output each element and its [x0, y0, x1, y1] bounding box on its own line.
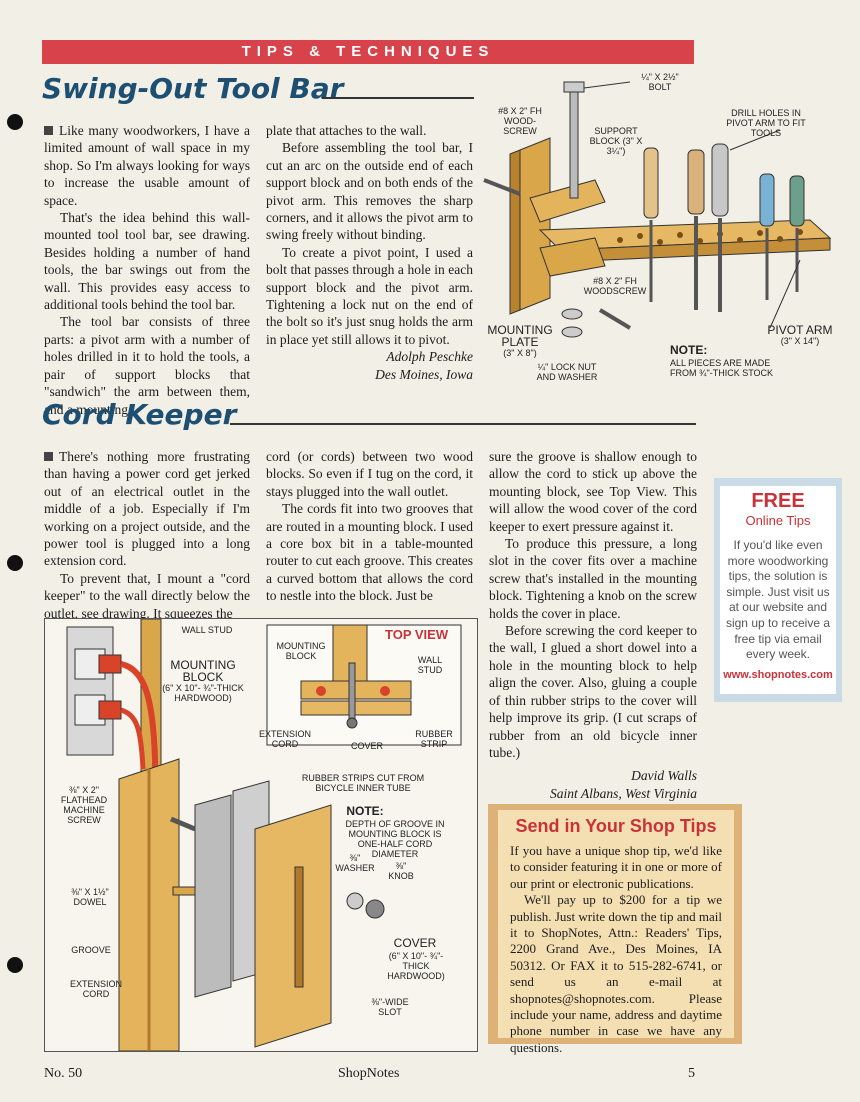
paragraph: cord (or cords) between two wood blocks.… — [266, 449, 473, 499]
article-column: Like many woodworkers, I have a limited … — [44, 122, 250, 418]
binder-hole — [7, 957, 23, 973]
article-column: cord (or cords) between two wood blocks.… — [266, 448, 473, 605]
binder-hole — [7, 114, 23, 130]
author-location: Des Moines, Iowa — [375, 366, 473, 382]
label-slot: ⅜"-WIDE SLOT — [371, 997, 409, 1017]
paragraph: That's the idea behind this wall-mounted… — [44, 210, 250, 313]
label-pivot-arm-dim: (3" x 14") — [780, 336, 820, 346]
free-tips-url[interactable]: www.shopnotes.com — [723, 668, 833, 681]
label-mounting-block: MOUNTING BLOCK — [170, 658, 236, 684]
footer-magazine: ShopNotes — [338, 1066, 400, 1081]
label-top-view: TOP VIEW — [385, 627, 449, 642]
footer-issue: No. 50 — [44, 1066, 83, 1081]
cord-keeper-drawing — [66, 618, 462, 1052]
article-column: plate that attaches to the wall. Before … — [266, 122, 473, 383]
label-mounting-block-dim: (6" x 10"- ¾"-THICK HARDWOOD) — [162, 683, 244, 703]
label-tv-cover: COVER — [350, 741, 383, 751]
label-cover-dim: (6" x 10"- ¾"-THICK HARDWOOD) — [387, 951, 445, 981]
free-tips-subtitle: Online Tips — [745, 513, 811, 528]
note-text: DEPTH OF GROOVE IN MOUNTING BLOCK IS ONE… — [345, 819, 445, 859]
author-name: Adolph Peschke — [386, 349, 473, 365]
paragraph: There's nothing more frustrating than ha… — [44, 449, 250, 569]
send-tips-box: Send in Your Shop Tips If you have a uni… — [488, 804, 742, 1055]
label-extension-cord: EXTENSION CORD — [69, 979, 122, 999]
label-support-block: SUPPORT BLOCK (3" x 3¼") — [589, 126, 643, 156]
label-knob: ⅜" KNOB — [388, 861, 414, 881]
note-title: NOTE: — [346, 804, 384, 818]
bullet-square — [44, 126, 53, 135]
paragraph: The tool bar consists of three parts: a … — [44, 314, 250, 417]
label-rubber-strips: RUBBER STRIPS CUT FROM BICYCLE INNER TUB… — [301, 773, 425, 793]
label-tv-extension-cord: EXTENSION CORD — [258, 729, 311, 749]
label-groove: GROOVE — [71, 945, 111, 955]
send-tips-intro: If you have a unique shop tip, we'd like… — [510, 843, 722, 891]
send-tips-title: Send in Your Shop Tips — [515, 816, 717, 836]
label-bolt: ¼" x 2½" BOLT — [641, 72, 679, 92]
cord-keeper-diagram: WALL STUD MOUNTING BLOCK (6" x 10"- ¾"-T… — [44, 618, 478, 1052]
label-dowel: ⅜" x 1½" DOWEL — [71, 887, 109, 907]
paragraph: To produce this pressure, a long slot in… — [489, 536, 697, 621]
tool-bar-diagram: ¼" x 2½" BOLT #8 x 2" Fh WOOD-SCREW SUPP… — [480, 70, 850, 390]
label-drill-holes: DRILL HOLES IN PIVOT ARM TO FIT TOOLS — [726, 108, 806, 138]
article-title: Swing-Out Tool Bar — [42, 72, 344, 105]
tool-bar-drawing — [483, 81, 832, 338]
footer-page-number: 5 — [688, 1066, 695, 1081]
note-title: NOTE: — [670, 343, 708, 357]
binder-hole — [7, 555, 23, 571]
title-rule — [322, 97, 474, 99]
section-banner: TIPS & TECHNIQUES — [42, 40, 694, 64]
label-tv-rubber-strip: RUBBER STRIP — [415, 729, 453, 749]
title-rule — [230, 423, 696, 425]
article-title: Cord Keeper — [42, 398, 237, 431]
label-wall-stud: WALL STUD — [181, 625, 233, 635]
article-column: There's nothing more frustrating than ha… — [44, 448, 250, 622]
paragraph: To prevent that, I mount a "cord keeper"… — [44, 570, 250, 621]
label-woodscrew: #8 x 2" Fh WOODSCREW — [583, 276, 647, 296]
free-tips-title: FREE — [751, 490, 805, 512]
label-mounting-plate-dim: (3" x 8") — [503, 348, 537, 358]
label-washer: ⅜" WASHER — [335, 853, 375, 873]
paragraph: Like many woodworkers, I have a limited … — [44, 123, 250, 208]
free-tips-box: FREE Online Tips If you'd like even more… — [714, 478, 842, 702]
label-tv-wall-stud: WALL STUD — [417, 655, 443, 675]
send-tips-body: We'll pay up to $200 for a tip we publis… — [510, 892, 722, 1055]
label-tv-mounting-block: MOUNTING BLOCK — [276, 641, 326, 661]
paragraph: Before screwing the cord keeper to the w… — [489, 623, 697, 760]
note-text: ALL PIECES ARE MADE FROM ¾"-THICK STOCK — [670, 358, 774, 378]
paragraph: plate that attaches to the wall. — [266, 123, 427, 138]
label-cover: COVER — [393, 936, 437, 950]
label-lock-nut: ¼" LOCK NUT AND WASHER — [536, 362, 598, 382]
label-pivot-arm: PIVOT ARM — [767, 323, 833, 337]
free-tips-body: If you'd like even more woodworking tips… — [725, 538, 831, 662]
label-machine-screw: ⅜" x 2" FLATHEAD MACHINE SCREW — [60, 785, 108, 825]
author-name: David Walls — [631, 768, 697, 784]
paragraph: To create a pivot point, I used a bolt t… — [266, 244, 473, 347]
label-wood-screw: #8 x 2" Fh WOOD-SCREW — [498, 106, 542, 136]
paragraph: Before assembling the tool bar, I cut an… — [266, 140, 473, 243]
paragraph: The cords fit into two grooves that are … — [266, 501, 473, 604]
article-column: sure the groove is shallow enough to all… — [489, 448, 697, 802]
author-location: Saint Albans, West Virginia — [549, 785, 697, 801]
paragraph: sure the groove is shallow enough to all… — [489, 449, 697, 534]
label-mounting-plate: MOUNTING PLATE — [487, 323, 553, 349]
bullet-square — [44, 452, 53, 461]
